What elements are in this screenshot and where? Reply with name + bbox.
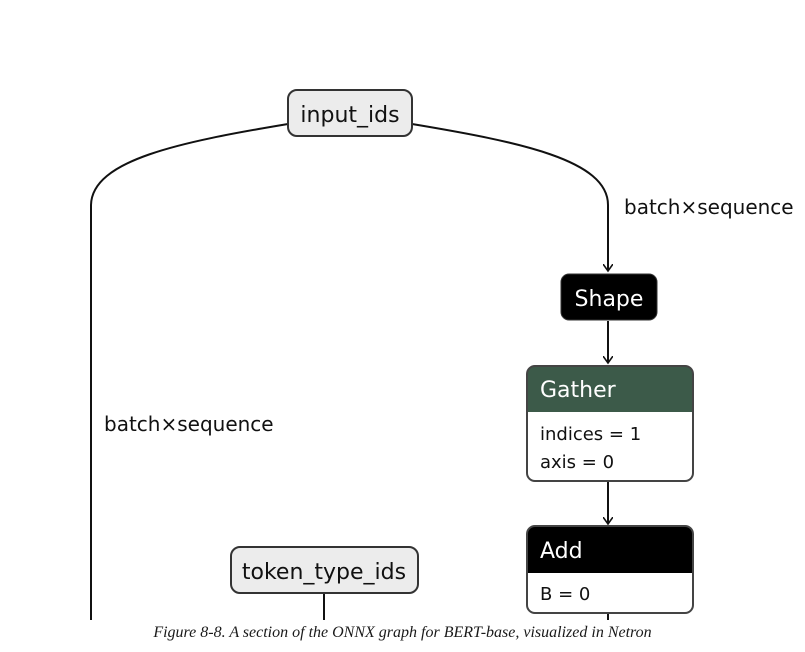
edge-input-shape: [411, 123, 608, 270]
gather-node[interactable]: Gather indices = 1 axis = 0: [526, 365, 694, 482]
shape-node[interactable]: Shape: [560, 273, 658, 321]
edge-label-left: batch×sequence: [104, 412, 274, 436]
onnx-graph-diagram: input_ids batch×sequence batch×sequence …: [90, 89, 794, 620]
add-attr-b: B = 0: [540, 584, 590, 605]
gather-attr-axis: axis = 0: [540, 452, 614, 473]
token-type-ids-label: token_type_ids: [242, 560, 406, 585]
add-node[interactable]: Add B = 0: [526, 525, 694, 614]
gather-attr-indices: indices = 1: [540, 424, 641, 445]
token-type-ids-node[interactable]: token_type_ids: [230, 546, 419, 594]
input-ids-label: input_ids: [300, 103, 399, 128]
edge-input-left: [90, 123, 289, 620]
edge-label-right: batch×sequence: [624, 195, 794, 219]
figure-caption: Figure 8-8. A section of the ONNX graph …: [153, 624, 652, 641]
shape-node-label: Shape: [575, 287, 644, 312]
gather-node-title: Gather: [540, 378, 617, 403]
input-ids-node[interactable]: input_ids: [287, 89, 413, 137]
add-node-title: Add: [540, 539, 583, 564]
